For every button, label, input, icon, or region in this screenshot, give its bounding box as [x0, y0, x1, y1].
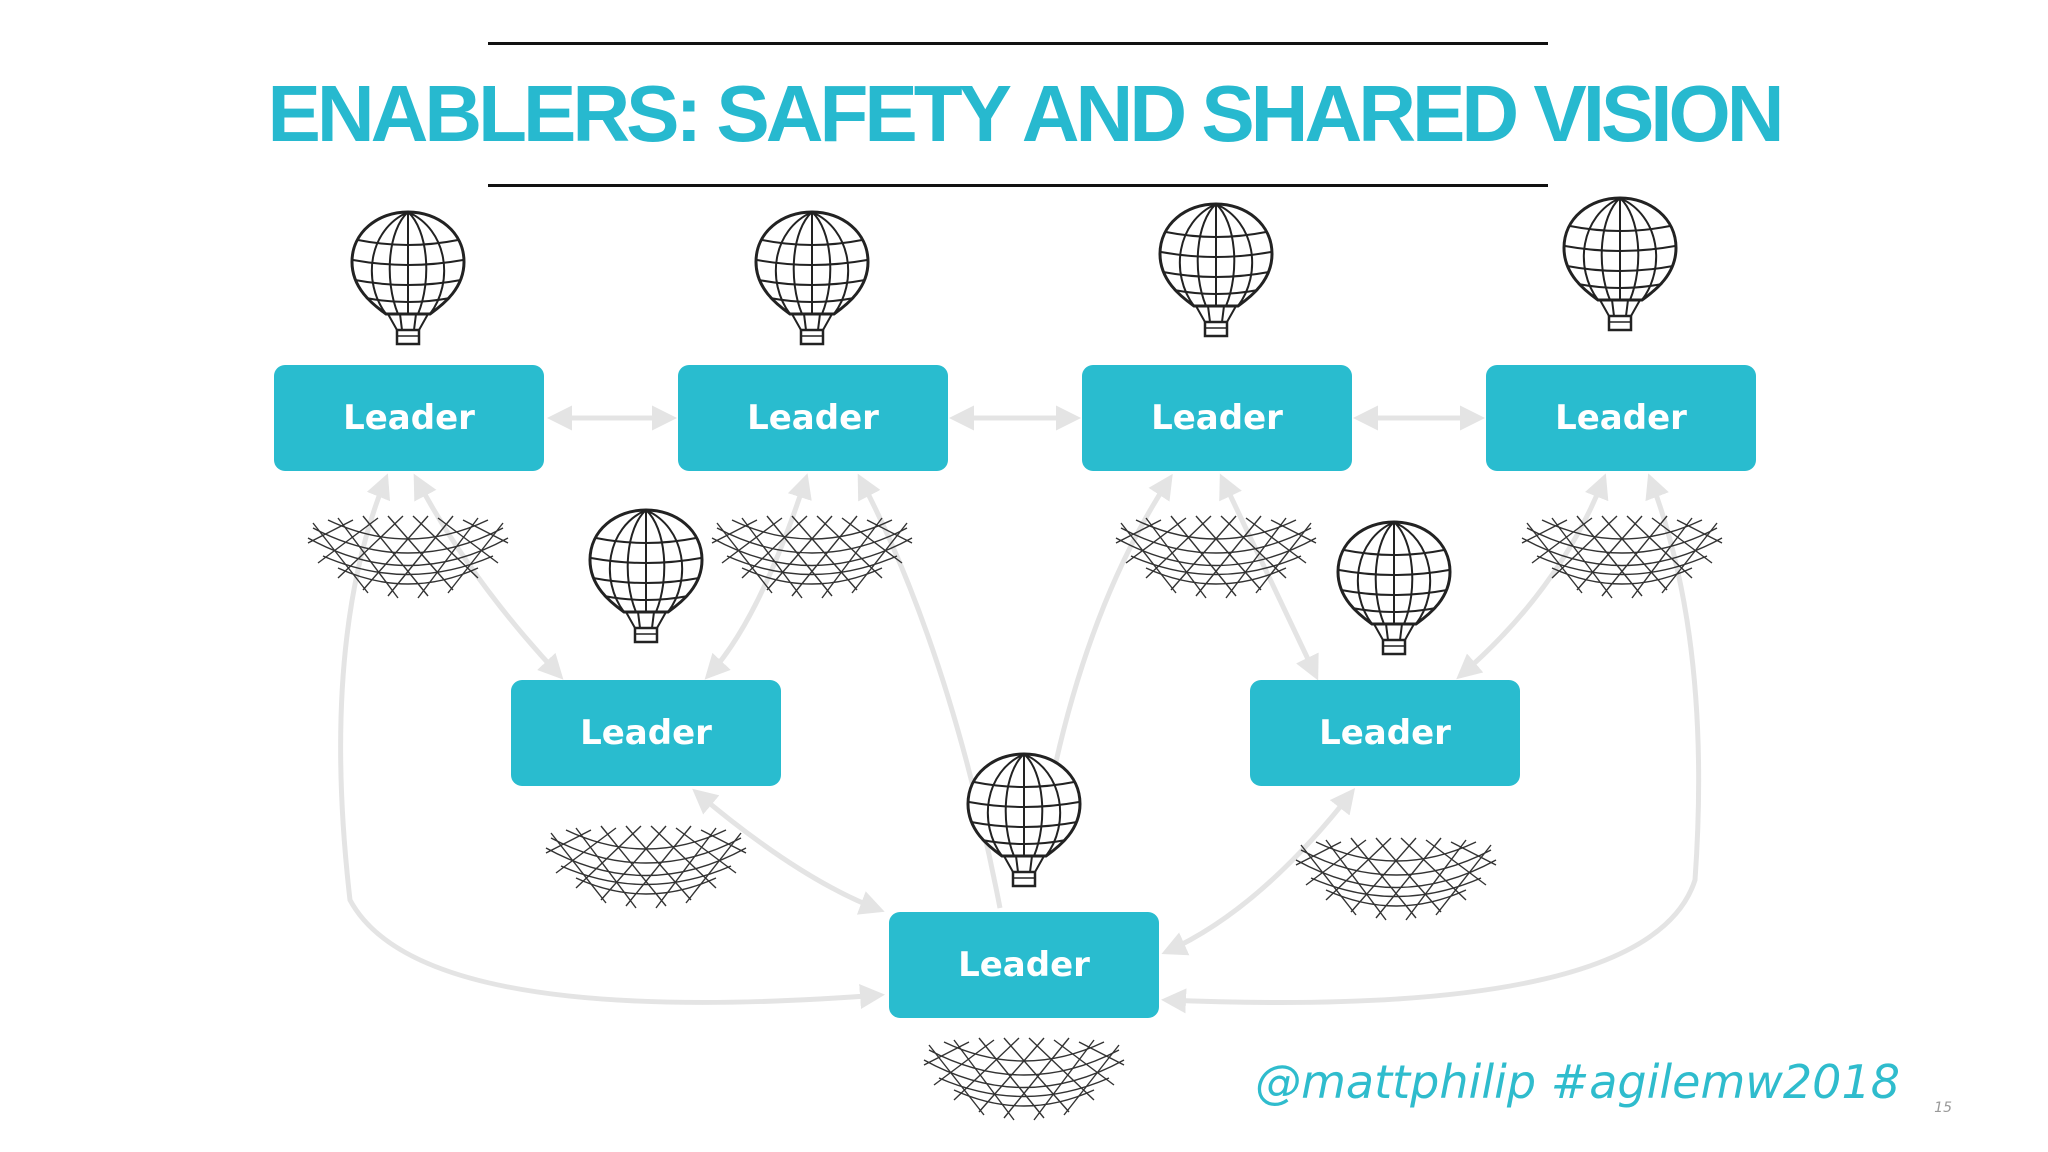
safety-net-icon: [545, 825, 747, 909]
slide-title: ENABLERS: SAFETY AND SHARED VISION: [267, 69, 1784, 158]
leader-box-4: Leader: [1486, 365, 1756, 471]
arrow-l5-l2: [704, 473, 812, 680]
page-number: 15: [1934, 1100, 1952, 1116]
safety-net-icon: [307, 515, 509, 599]
leader-box-2: Leader: [678, 365, 948, 471]
leader-box-5: Leader: [511, 680, 781, 786]
hot-air-balloon-icon: [350, 210, 466, 346]
arrow-l6-l4: [1456, 473, 1609, 680]
safety-net-icon: [923, 1037, 1125, 1121]
title-rule-bottom: [488, 184, 1548, 187]
hot-air-balloon-icon: [1336, 520, 1452, 656]
leader-box-3: Leader: [1082, 365, 1352, 471]
arrow-l5-l7: [692, 788, 885, 915]
twitter-handle: @mattphilip #agilemw2018: [1255, 1055, 1900, 1109]
title-rule-top: [488, 42, 1548, 45]
hot-air-balloon-icon: [588, 508, 704, 644]
safety-net-icon: [1115, 515, 1317, 599]
arrow-l7-l3: [1049, 473, 1173, 781]
hot-air-balloon-icon: [1158, 202, 1274, 338]
leader-box-1: Leader: [274, 365, 544, 471]
safety-net-icon: [1521, 515, 1723, 599]
safety-net-icon: [711, 515, 913, 599]
hot-air-balloon-icon: [966, 752, 1082, 888]
safety-net-icon: [1295, 837, 1497, 921]
arrow-l7-l2: [857, 473, 1003, 909]
hot-air-balloon-icon: [1562, 196, 1678, 332]
hot-air-balloon-icon: [754, 210, 870, 346]
arrow-l7-l1: [338, 473, 885, 1009]
arrow-l7-l4: [1161, 473, 1702, 1014]
leader-box-7: Leader: [889, 912, 1159, 1018]
arrow-l1-l5: [413, 473, 564, 680]
leader-box-6: Leader: [1250, 680, 1520, 786]
